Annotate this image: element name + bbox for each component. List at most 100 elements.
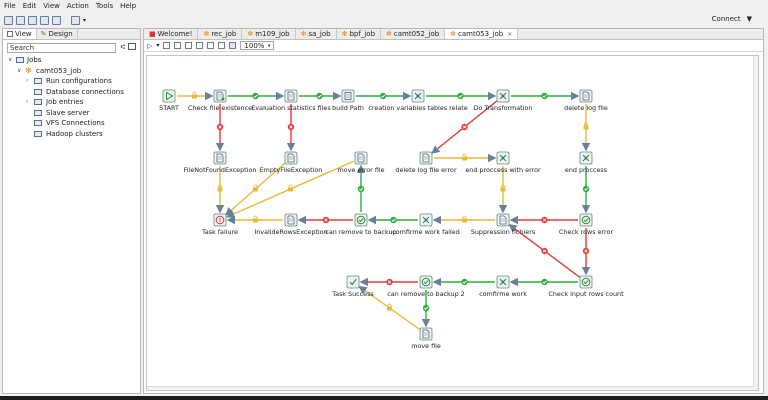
chevron-down-icon[interactable]: ∨ [17, 66, 22, 74]
tree-item-database-connections[interactable]: Database connections [3, 87, 140, 98]
job-entry-empty-file[interactable]: EmptyFileException [260, 151, 323, 174]
save-icon[interactable] [40, 15, 49, 25]
job-entry-eval-stats[interactable]: Evaluation statistics files [251, 89, 331, 112]
collapse-all-icon[interactable] [128, 43, 136, 50]
chevron-down-icon[interactable]: ∨ [8, 56, 13, 63]
job-entry-confirm-failed[interactable]: comfirme work failed [392, 213, 460, 236]
layers-icon[interactable] [71, 15, 80, 25]
tree-item-job-entries[interactable]: › Job entries [3, 97, 140, 108]
job-entry-label: comfirme work [479, 290, 527, 298]
tab-label: camt053_job [458, 30, 504, 38]
hop-do_transform-delete_log [511, 91, 580, 101]
menu-help[interactable]: Help [120, 2, 137, 10]
job-entry-invalid-rows[interactable]: InvalideRowsException [254, 213, 328, 236]
chevron-right-icon[interactable]: › [26, 77, 29, 84]
tab-bpf-job[interactable]: ✻bpf_job [337, 29, 382, 39]
job-entry-delete-log[interactable]: delete log file [564, 89, 608, 112]
search-input[interactable]: Search [7, 43, 116, 53]
replay-icon[interactable] [207, 42, 215, 49]
tree-item-vfs-connections[interactable]: VFS Connections [3, 118, 140, 129]
job-entry-label: can remove to backup 2 [387, 290, 464, 298]
job-entry-confirm-work[interactable]: comfirme work [479, 275, 527, 298]
zoom-select[interactable]: 100% ▾ [240, 41, 275, 50]
tab-camt052-job[interactable]: ✻camt052_job [381, 29, 446, 39]
tab-view[interactable]: View [3, 29, 37, 39]
job-entry-check-file[interactable]: Check file existence [188, 89, 252, 112]
job-entry-end-process[interactable]: end proccess [565, 151, 608, 174]
tab-design-label: Design [48, 30, 73, 38]
debug-icon[interactable] [196, 42, 204, 49]
hop-check_input-confirm_work [509, 277, 578, 287]
job-entry-start[interactable]: START [159, 89, 179, 112]
close-icon[interactable]: ✕ [507, 30, 513, 38]
tree-item-camt053-job[interactable]: ∨ ✻ camt053_job [3, 66, 140, 77]
verify-icon[interactable] [218, 42, 226, 49]
view-icon [7, 31, 13, 37]
job-entry-file-not-found[interactable]: FileNotFoundException [184, 151, 257, 174]
job-entry-check-rows-error[interactable]: Check rows error [559, 213, 614, 236]
ok-icon [379, 92, 387, 100]
menu-file[interactable]: File [4, 2, 16, 10]
left-panel: View ✎ Design Search ⑆ ∨ Jobs ∨ ✻ camt05… [2, 28, 141, 394]
preview-icon[interactable] [185, 42, 193, 49]
job-entry-build-path[interactable]: build Path [332, 89, 364, 112]
tab-m109-job[interactable]: ✻m109_job [242, 29, 296, 39]
job-entry-can-remove[interactable]: can remove to backup [325, 213, 397, 236]
job-tree: ∨ Jobs ∨ ✻ camt053_job › Run configurati… [3, 55, 140, 139]
tree-item-jobs[interactable]: ∨ Jobs [3, 55, 140, 66]
job-entry-create-vars[interactable]: creation variables tables relate [368, 89, 468, 112]
menu-tools[interactable]: Tools [95, 2, 114, 10]
explore-repository-icon[interactable] [28, 15, 37, 25]
menu-edit[interactable]: Edit [22, 2, 37, 10]
job-entry-label: Suppression fichiers [471, 228, 536, 236]
chevron-down-icon: ▾ [267, 43, 271, 49]
horizontal-scrollbar[interactable] [147, 386, 754, 390]
job-entry-label: move file [411, 342, 441, 350]
job-entry-check-input[interactable]: Check input rows count [548, 275, 624, 298]
chevron-down-icon[interactable]: ▾ [83, 16, 87, 24]
hop-delete_log_error-end_process_error [434, 153, 497, 163]
vertical-scrollbar[interactable] [753, 56, 758, 390]
menu-view[interactable]: View [43, 2, 60, 10]
job-entry-do-transform[interactable]: Do Transformation [474, 89, 533, 112]
tree-item-label: Slave server [46, 108, 90, 117]
job-entry-suppression[interactable]: Suppression fichiers [471, 213, 536, 236]
check-icon [349, 278, 357, 286]
run-icon[interactable]: ▷ [147, 41, 153, 50]
stop-icon[interactable] [174, 42, 182, 49]
job-entry-task-success[interactable]: Task Success [331, 275, 374, 298]
pause-icon[interactable] [163, 42, 171, 49]
chevron-right-icon[interactable]: › [26, 98, 29, 105]
hop-can_remove_2-move_file [421, 290, 431, 328]
folder-icon [34, 99, 42, 105]
script-icon [344, 92, 352, 100]
branch-icon[interactable]: ⑆ [120, 43, 125, 51]
align-icon[interactable] [229, 42, 237, 49]
open-file-icon[interactable] [16, 15, 25, 25]
job-entry-can-remove-2[interactable]: can remove to backup 2 [387, 275, 465, 298]
connect-button[interactable]: Connect ▼ [712, 15, 752, 23]
job-entry-move-file[interactable]: move file [411, 327, 441, 350]
tab-camt053-job[interactable]: ✻camt053_job✕ [445, 29, 519, 39]
tree-item-run-configurations[interactable]: › Run configurations [3, 76, 140, 87]
menu-action[interactable]: Action [66, 2, 89, 10]
tree-item-slave-server[interactable]: Slave server [3, 108, 140, 119]
hop-build_path-create_vars [356, 91, 412, 101]
job-entry-end-process-error[interactable]: end proccess with error [465, 151, 541, 174]
lock-icon [253, 218, 258, 223]
tab-rec-job[interactable]: ✻rec_job [198, 29, 243, 39]
job-entry-move-error[interactable]: move error file [337, 151, 385, 174]
tab-design[interactable]: ✎ Design [37, 29, 78, 39]
chevron-down-icon[interactable]: ▾ [156, 42, 160, 49]
tab-welcome[interactable]: ■Welcome! [144, 29, 199, 39]
job-icon: ✻ [203, 30, 210, 38]
new-file-icon[interactable] [4, 15, 13, 25]
tab-sa-job[interactable]: ✻sa_job [296, 29, 337, 39]
save-as-icon[interactable] [52, 15, 61, 25]
job-entry-task-failure[interactable]: Task failure [201, 213, 238, 236]
editor-tabs: ■Welcome!✻rec_job✻m109_job✻sa_job✻bpf_jo… [144, 29, 763, 40]
tree-item-hadoop-clusters[interactable]: Hadoop clusters [3, 129, 140, 140]
job-entry-delete-log-error[interactable]: delete log file error [395, 151, 457, 174]
